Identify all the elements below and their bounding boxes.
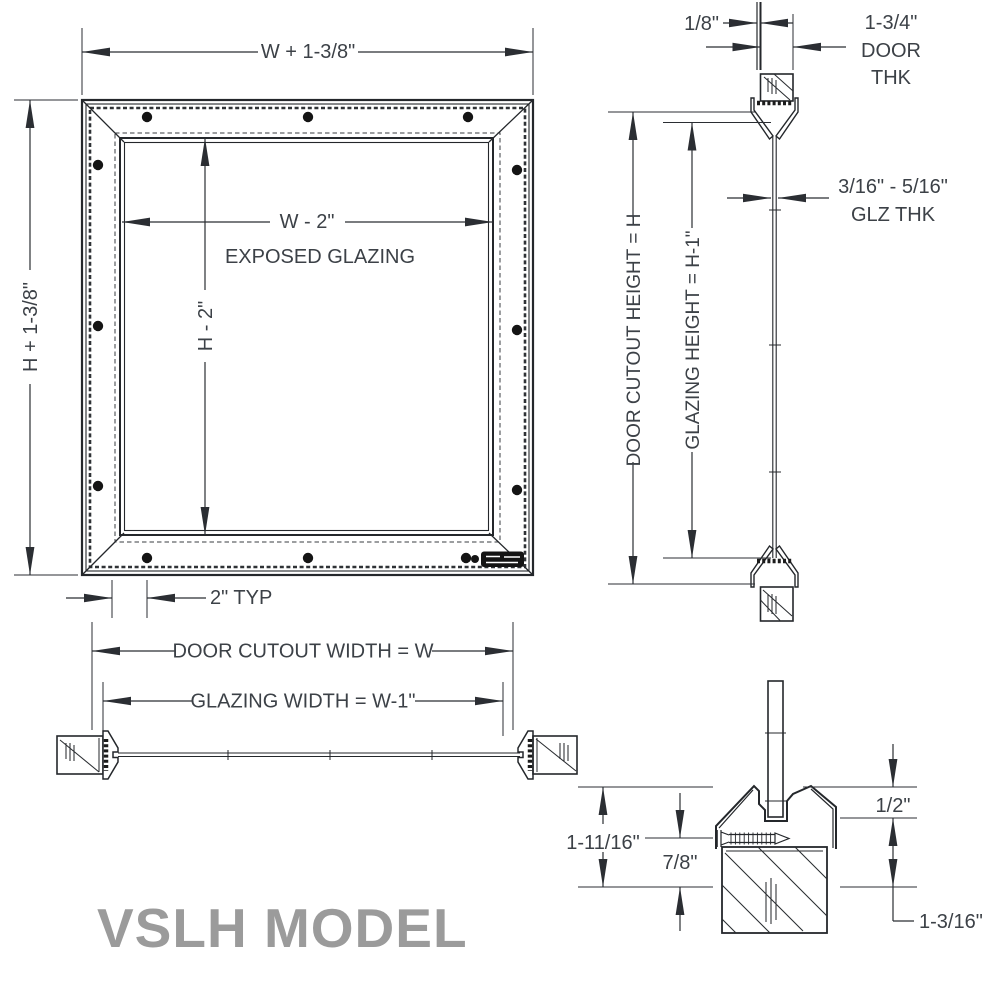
frame-gasket-strip-outer	[88, 106, 527, 569]
frame-gasket-strip-inner	[114, 132, 501, 543]
dim-lip-depth-label: 1-3/16"	[919, 911, 983, 933]
dim-overall-height-label: H + 1-3/8"	[20, 282, 42, 372]
glazing-strip-ticks	[765, 732, 786, 802]
glazing-opening-edge	[119, 137, 494, 536]
glazing-pane-vertical	[769, 137, 781, 558]
glz-thk-label-2: GLZ THK	[851, 204, 936, 226]
door-block-detail	[721, 846, 828, 934]
dim-overall-height: H + 1-3/8"	[14, 99, 78, 576]
door-block-bottom	[759, 586, 794, 622]
dim-overall-width: W + 1-3/8"	[81, 28, 534, 95]
dim-screw-offset-label: 7/8"	[663, 852, 698, 874]
mounting-screw	[716, 830, 791, 847]
frame-outer-inner-line	[85, 103, 530, 572]
dim-screw-offset: 7/8"	[663, 793, 698, 931]
dim-exposed-height: H - 2"	[195, 138, 217, 535]
detail-view: 1-11/16" 7/8" 1/2" 1-3/16"	[566, 680, 983, 934]
door-thk-label-3: THK	[871, 67, 912, 89]
detail-extension-lines	[578, 786, 917, 888]
dim-flange-gap-label: 1/8"	[684, 13, 719, 35]
door-thk-label-1: 1-3/4"	[865, 12, 918, 34]
dim-glazing-height-label: GLAZING HEIGHT = H-1"	[683, 230, 704, 449]
dim-glazing-height: GLAZING HEIGHT = H-1"	[663, 122, 771, 559]
dim-glazing-thickness: 3/16" - 5/16" GLZ THK	[727, 176, 948, 226]
brand-stamp	[471, 551, 524, 567]
dim-glass-bite: 1/2"	[876, 744, 911, 887]
dim-exposed-height-label: H - 2"	[195, 301, 217, 351]
dim-exposed-width: W - 2" EXPOSED GLAZING	[122, 211, 493, 268]
glazing-strip-detail	[767, 680, 784, 818]
dim-cutout-width-label: DOOR CUTOUT WIDTH = W	[173, 641, 434, 663]
vertical-section: 1/8" 1-3/4" DOOR THK 3/16" - 5/16"	[608, 2, 948, 622]
door-block-top	[759, 73, 794, 102]
dim-overall-width-label: W + 1-3/8"	[261, 41, 355, 63]
glazing-opening-inner-line	[123, 141, 490, 532]
dim-frame-face-label: 2" TYP	[210, 587, 272, 609]
dim-glazing-width: GLAZING WIDTH = W-1"	[102, 682, 504, 736]
dim-cutout-width: DOOR CUTOUT WIDTH = W	[91, 622, 514, 730]
front-view: W + 1-3/8" H + 1-3/8" W - 2" EXPOSED GLA…	[14, 28, 535, 618]
dim-frame-height: 1-11/16"	[566, 787, 640, 887]
door-thk-label-2: DOOR	[861, 40, 921, 62]
frame-profile-top	[750, 97, 799, 141]
frame-outer-edge	[80, 98, 535, 577]
exposed-glazing-label: EXPOSED GLAZING	[225, 246, 415, 268]
dim-flange-gap: 1/8"	[684, 13, 793, 35]
door-block-left	[56, 735, 104, 775]
dim-cutout-height: DOOR CUTOUT HEIGHT = H	[608, 111, 755, 585]
miter-corner-lines	[81, 99, 534, 576]
frame-profile-left	[102, 730, 119, 780]
dim-frame-face: 2" TYP	[66, 580, 272, 618]
frame-profile-bottom	[750, 544, 799, 588]
dim-glazing-width-label: GLAZING WIDTH = W-1"	[190, 691, 415, 713]
glz-thk-label-1: 3/16" - 5/16"	[838, 176, 948, 198]
model-title: VSLH MODEL	[97, 897, 468, 959]
horizontal-section: DOOR CUTOUT WIDTH = W GLAZING WIDTH = W-…	[56, 622, 578, 780]
dim-cutout-height-label: DOOR CUTOUT HEIGHT = H	[624, 214, 645, 467]
dim-door-thickness: 1-3/4" DOOR THK	[706, 12, 921, 89]
dim-frame-height-label: 1-11/16"	[566, 832, 639, 854]
fastener-dots	[92, 111, 523, 564]
dim-exposed-width-label: W - 2"	[280, 211, 335, 233]
extrusion-profile	[715, 784, 837, 849]
dim-lip-depth: 1-3/16"	[892, 887, 983, 933]
glazing-pane-horizontal	[118, 750, 520, 760]
door-block-right	[532, 735, 578, 775]
dim-glass-bite-label: 1/2"	[876, 795, 911, 817]
frame-profile-right	[517, 730, 534, 780]
